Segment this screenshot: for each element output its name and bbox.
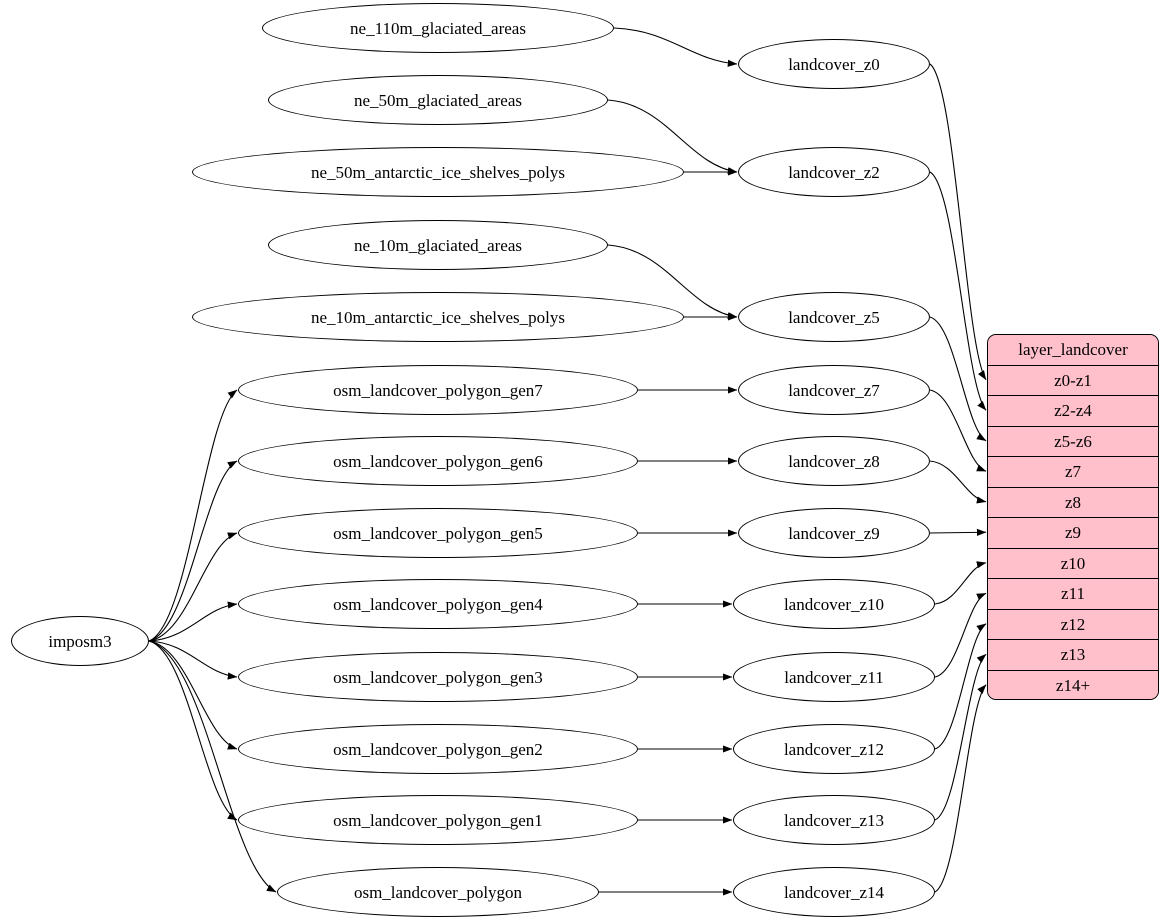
node-label: osm_landcover_polygon_gen7 (333, 380, 543, 400)
node-label: landcover_z13 (783, 810, 885, 830)
node-label: osm_landcover_polygon_gen5 (333, 523, 543, 543)
node-landcover_z7[interactable]: landcover_z7 (738, 365, 930, 415)
node-label: osm_landcover_polygon_gen1 (333, 810, 543, 830)
edge-imposm3-to-osm_landcover_polygon_gen3 (148, 640, 238, 680)
edge-landcover_z7-to-row-3 (929, 389, 987, 472)
edge-landcover_z13-to-row-9 (934, 653, 987, 821)
node-imposm3[interactable]: imposm3 (11, 616, 149, 666)
node-label: landcover_z0 (788, 54, 880, 74)
table-row-zoom-z0-z1[interactable]: z0-z1 (988, 365, 1158, 396)
node-label: osm_landcover_polygon_gen2 (333, 739, 543, 759)
edge-landcover_z10-to-row-6 (934, 561, 987, 605)
edge-imposm3-to-osm_landcover_polygon_gen4 (148, 601, 238, 642)
node-ne_10m_antarctic_ice_shelves_polys[interactable]: ne_10m_antarctic_ice_shelves_polys (192, 292, 684, 342)
edge-imposm3-to-osm_landcover_polygon (148, 640, 277, 893)
edge-imposm3-to-osm_landcover_polygon_gen2 (148, 640, 238, 750)
node-ne_50m_antarctic_ice_shelves_polys[interactable]: ne_50m_antarctic_ice_shelves_polys (192, 147, 684, 197)
node-osm_landcover_polygon_gen1[interactable]: osm_landcover_polygon_gen1 (238, 795, 638, 845)
node-landcover_z12[interactable]: landcover_z12 (733, 724, 935, 774)
edge-landcover_z8-to-row-4 (929, 460, 987, 504)
edge-landcover_z12-to-row-8 (934, 623, 987, 750)
table-row-zoom-z7[interactable]: z7 (988, 457, 1158, 488)
node-ne_50m_glaciated_areas[interactable]: ne_50m_glaciated_areas (268, 75, 608, 125)
node-label: ne_50m_antarctic_ice_shelves_polys (311, 162, 565, 182)
node-landcover_z13[interactable]: landcover_z13 (733, 795, 935, 845)
node-label: osm_landcover_polygon_gen3 (333, 667, 543, 687)
table-row-zoom-z12[interactable]: z12 (988, 609, 1158, 640)
edge-ne_110m_glaciated_areas-to-landcover_z0 (613, 27, 738, 67)
table-row-zoom-z10[interactable]: z10 (988, 548, 1158, 579)
edge-ne_10m_glaciated_areas-to-landcover_z5 (607, 244, 738, 320)
edge-landcover_z2-to-row-1 (929, 171, 987, 411)
node-ne_110m_glaciated_areas[interactable]: ne_110m_glaciated_areas (262, 3, 614, 53)
edge-imposm3-to-osm_landcover_polygon_gen6 (148, 460, 238, 642)
node-label: ne_110m_glaciated_areas (350, 18, 526, 38)
node-label: landcover_z5 (788, 307, 880, 327)
node-osm_landcover_polygon_gen7[interactable]: osm_landcover_polygon_gen7 (238, 365, 638, 415)
node-label: landcover_z7 (788, 380, 880, 400)
table-header-layer-landcover: layer_landcover (988, 335, 1158, 366)
table-row-zoom-z8[interactable]: z8 (988, 487, 1158, 518)
node-ne_10m_glaciated_areas[interactable]: ne_10m_glaciated_areas (268, 220, 608, 270)
node-label: landcover_z14 (783, 882, 885, 902)
table-row-zoom-z9[interactable]: z9 (988, 518, 1158, 549)
node-landcover_z14[interactable]: landcover_z14 (733, 867, 935, 917)
node-landcover_z8[interactable]: landcover_z8 (738, 436, 930, 486)
node-osm_landcover_polygon_gen4[interactable]: osm_landcover_polygon_gen4 (238, 579, 638, 629)
table-row-zoom-z11[interactable]: z11 (988, 579, 1158, 610)
table-row-zoom-z13[interactable]: z13 (988, 640, 1158, 671)
node-landcover_z11[interactable]: landcover_z11 (733, 652, 935, 702)
edge-landcover_z14-to-row-10 (934, 684, 987, 893)
node-label: landcover_z2 (788, 162, 880, 182)
node-osm_landcover_polygon_gen2[interactable]: osm_landcover_polygon_gen2 (238, 724, 638, 774)
edge-landcover_z11-to-row-7 (934, 592, 987, 678)
node-landcover_z9[interactable]: landcover_z9 (738, 508, 930, 558)
node-label: imposm3 (48, 631, 112, 651)
node-osm_landcover_polygon[interactable]: osm_landcover_polygon (277, 867, 599, 917)
edge-imposm3-to-osm_landcover_polygon_gen7 (148, 389, 238, 642)
node-landcover_z0[interactable]: landcover_z0 (738, 39, 930, 89)
node-label: landcover_z10 (783, 594, 885, 614)
edge-imposm3-to-osm_landcover_polygon_gen1 (148, 640, 238, 821)
edge-ne_50m_glaciated_areas-to-landcover_z2 (607, 99, 738, 175)
node-osm_landcover_polygon_gen6[interactable]: osm_landcover_polygon_gen6 (238, 436, 638, 486)
edge-landcover_z9-to-row-5 (929, 528, 987, 536)
edge-imposm3-to-osm_landcover_polygon_gen5 (148, 532, 238, 642)
node-label: osm_landcover_polygon_gen6 (333, 451, 543, 471)
table-row-zoom-z2-z4[interactable]: z2-z4 (988, 396, 1158, 427)
node-label: landcover_z11 (784, 667, 884, 687)
node-label: ne_10m_glaciated_areas (353, 235, 523, 255)
edge-landcover_z5-to-row-2 (929, 316, 987, 442)
node-label: landcover_z9 (788, 523, 880, 543)
node-label: ne_50m_glaciated_areas (353, 90, 523, 110)
node-landcover_z10[interactable]: landcover_z10 (733, 579, 935, 629)
table-row-zoom-z5-z6[interactable]: z5-z6 (988, 426, 1158, 457)
node-landcover_z5[interactable]: landcover_z5 (738, 292, 930, 342)
node-label: osm_landcover_polygon_gen4 (333, 594, 543, 614)
node-osm_landcover_polygon_gen3[interactable]: osm_landcover_polygon_gen3 (238, 652, 638, 702)
node-label: landcover_z12 (783, 739, 885, 759)
table-row-zoom-z14+[interactable]: z14+ (988, 670, 1158, 699)
node-label: osm_landcover_polygon (353, 882, 523, 902)
node-label: ne_10m_antarctic_ice_shelves_polys (311, 307, 565, 327)
node-label: landcover_z8 (788, 451, 880, 471)
node-landcover_z2[interactable]: landcover_z2 (738, 147, 930, 197)
node-osm_landcover_polygon_gen5[interactable]: osm_landcover_polygon_gen5 (238, 508, 638, 558)
edge-landcover_z0-to-row-0 (929, 63, 987, 381)
